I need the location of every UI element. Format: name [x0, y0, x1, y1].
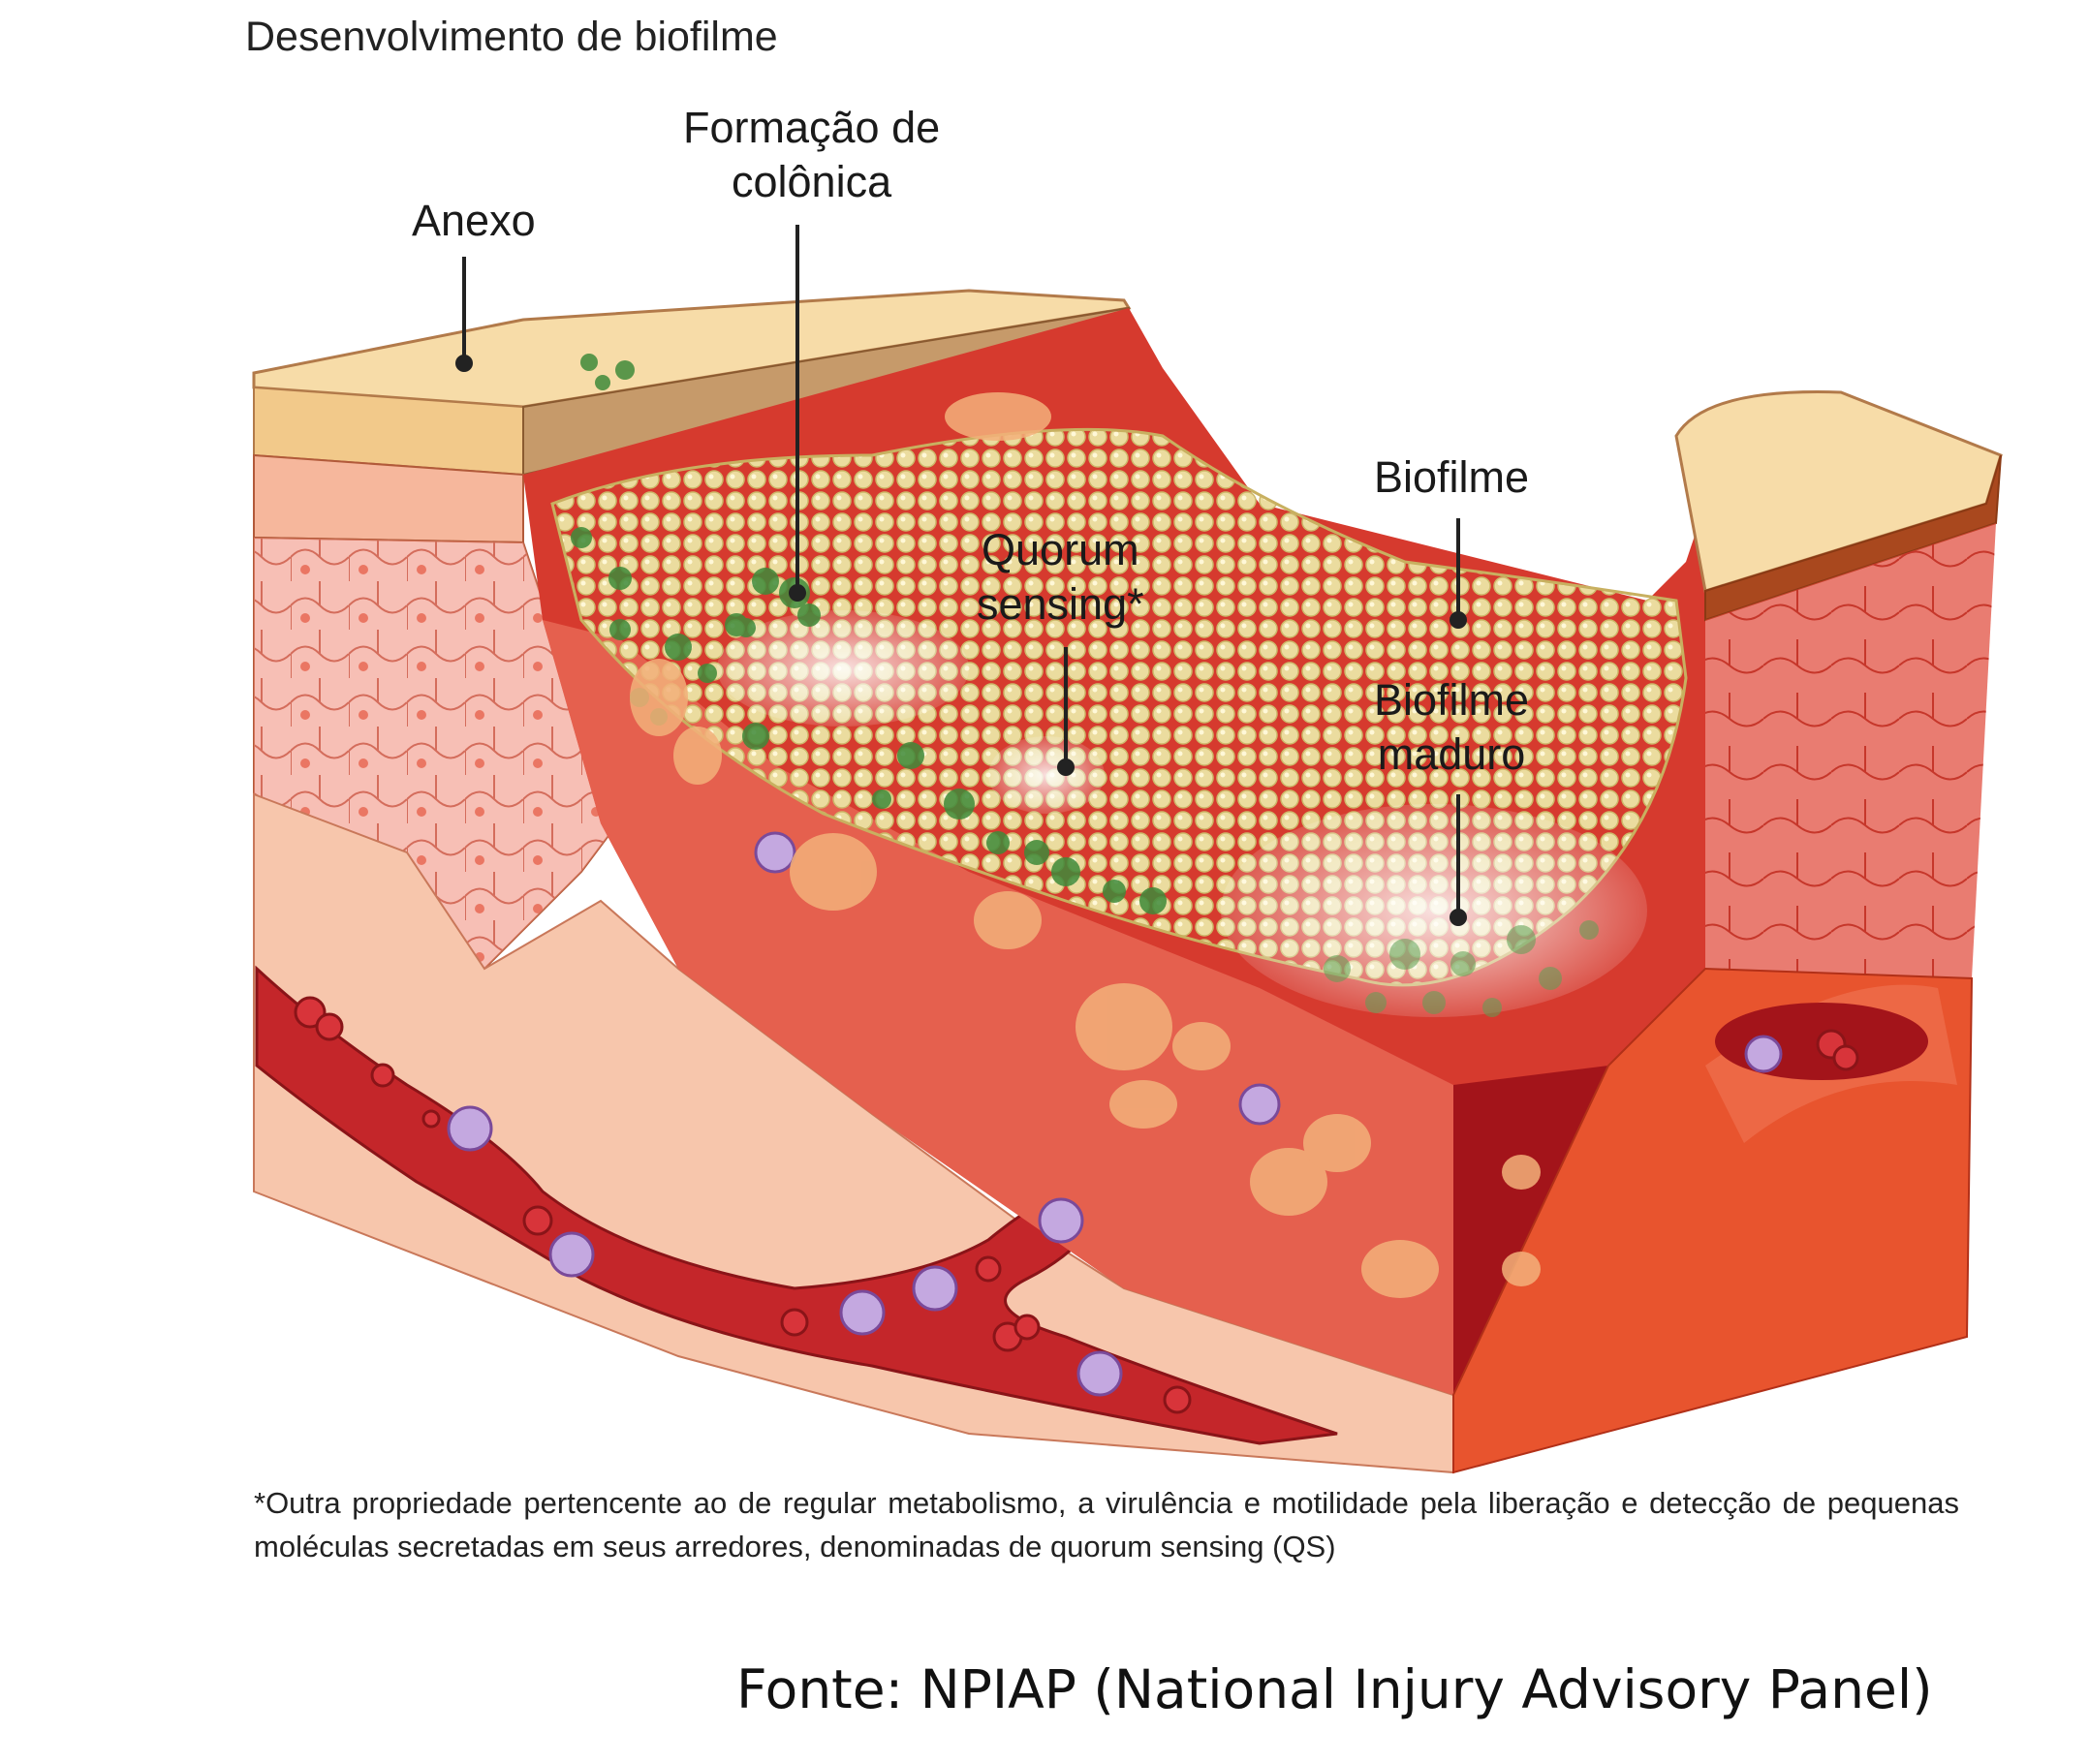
blood-vessel	[255, 965, 1338, 1445]
label-formacao-line1: Formação de	[683, 103, 941, 152]
white-blood-cells	[447, 831, 1783, 1397]
mature-colony-cluster	[1324, 920, 1599, 1017]
label-quorum-line2: sensing*	[977, 579, 1144, 630]
footnote: *Outra propriedade pertencente ao de reg…	[254, 1486, 1959, 1563]
label-maduro-line2: maduro	[1377, 729, 1526, 780]
label-quorum-sensing: Quorum sensing*	[977, 523, 1144, 633]
label-biofilme: Biofilme	[1374, 452, 1530, 502]
label-biofilme-maduro: Biofilme maduro	[1374, 673, 1529, 783]
diagram-title: Desenvolvimento de biofilme	[245, 14, 778, 60]
label-maduro-line1: Biofilme	[1374, 675, 1530, 725]
leader-lines	[455, 225, 1467, 926]
left-skin-block	[252, 289, 1454, 1474]
source-credit: Fonte: NPIAP (National Injury Advisory P…	[736, 1658, 1933, 1720]
colony-cluster	[571, 354, 1167, 914]
red-blood-cells	[294, 996, 1859, 1414]
tissue-cell-clusters	[630, 392, 1541, 1298]
label-quorum-line1: Quorum	[982, 525, 1139, 574]
label-anexo: Anexo	[412, 196, 536, 245]
label-formacao-colonica: Formação de colônica	[683, 101, 940, 210]
mature-biofilm-glow	[1221, 804, 1647, 1017]
label-formacao-line2: colônica	[732, 157, 892, 207]
right-skin-block	[1452, 390, 2003, 1474]
